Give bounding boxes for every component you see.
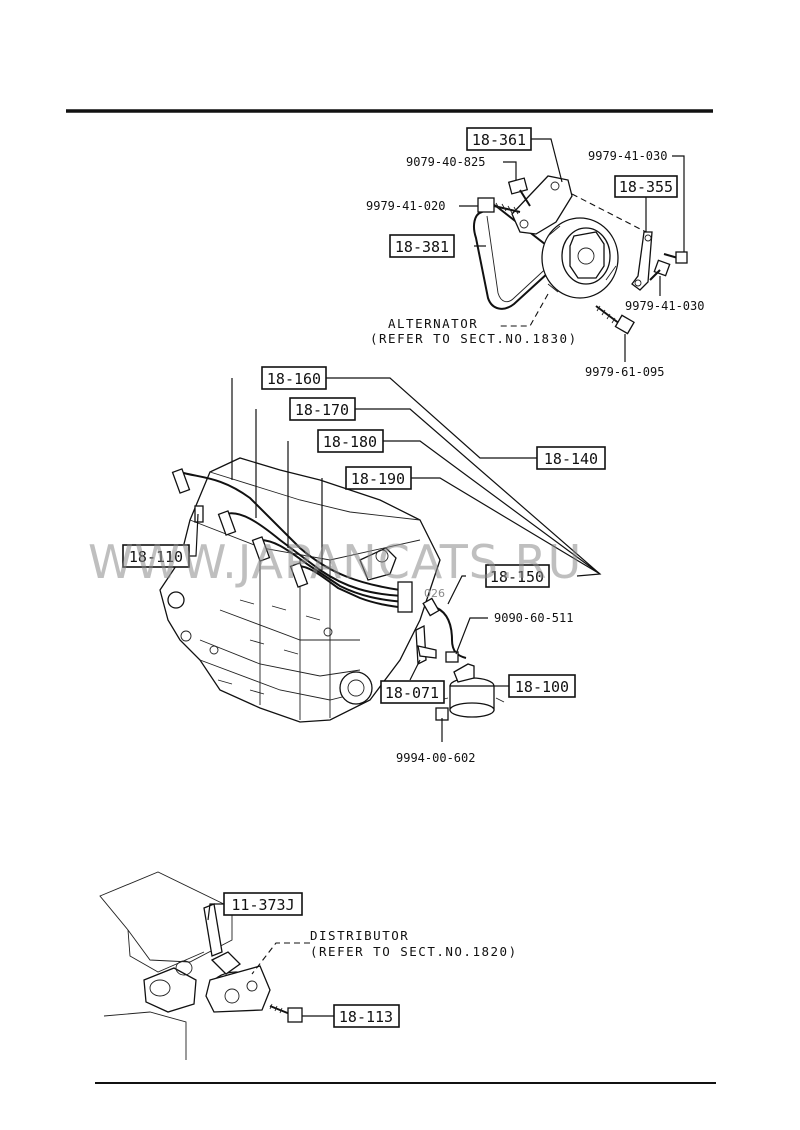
alternator-bracket <box>511 175 573 235</box>
box-plug <box>122 544 190 568</box>
box-stay <box>614 175 678 198</box>
watermark-code: 026 <box>424 587 445 600</box>
coil-nut <box>445 651 459 663</box>
coil-lead <box>422 597 467 659</box>
ref-coil-lead: 18-150 <box>490 568 544 586</box>
bolt-stay-lower: 9979-41-030 <box>625 299 704 313</box>
ref-lead4: 18-190 <box>351 470 405 488</box>
ref-coil-bracket: 18-071 <box>385 684 439 702</box>
distributor-body <box>203 903 271 1013</box>
bolt-coil-bracket: 9994-00-602 <box>396 751 475 765</box>
box-belt <box>389 234 455 258</box>
ref-lead2: 18-170 <box>295 401 349 419</box>
alternator-body <box>541 217 619 299</box>
box-coil-lead <box>485 564 550 588</box>
box-lead1 <box>261 366 327 390</box>
bolt-coil-nut: 9090-60-511 <box>494 611 573 625</box>
coil-bracket <box>415 624 437 666</box>
bolt-pivot: 9979-41-020 <box>366 199 445 213</box>
plug-leads <box>171 468 413 613</box>
main-bolt <box>595 305 635 335</box>
ref-stay: 18-355 <box>619 178 673 196</box>
alternator-caption-1: ALTERNATOR <box>388 316 478 331</box>
stay-bolt-lower <box>649 259 671 281</box>
ref-dist-bolt: 18-113 <box>339 1008 393 1026</box>
box-mount <box>223 892 303 916</box>
ref-plug: 18-110 <box>129 548 183 566</box>
alternator-group <box>459 138 688 362</box>
distributor-bolt <box>269 1003 303 1023</box>
box-lead4 <box>345 466 412 490</box>
ref-bracket: 18-361 <box>472 131 526 149</box>
ref-mount: 11-373J <box>231 896 294 914</box>
box-dist-bolt <box>333 1004 400 1028</box>
ref-belt: 18-381 <box>395 238 449 256</box>
alternator-stay <box>631 231 653 291</box>
ignition-coil <box>439 663 505 718</box>
pivot-bolt <box>477 197 521 215</box>
ref-lead3: 18-180 <box>323 433 377 451</box>
stay-bolt-top <box>663 251 688 264</box>
alternator-caption-2: (REFER TO SECT.NO.1830) <box>370 331 578 346</box>
distributor-engine <box>99 871 233 1060</box>
ref-coil: 18-100 <box>515 678 569 696</box>
bolt-main: 9979-61-095 <box>585 365 664 379</box>
bracket-bolt <box>507 177 531 207</box>
distributor-caption-1: DISTRIBUTOR <box>310 928 409 943</box>
box-bracket2 <box>380 680 445 704</box>
box-bracket <box>466 127 532 151</box>
distributor-caption-2: (REFER TO SECT.NO.1820) <box>310 944 518 959</box>
watermark: WWW.JAPANCATS.RU <box>88 535 582 589</box>
bolt-stay-top: 9979-41-030 <box>588 149 667 163</box>
ref-lead-set: 18-140 <box>544 450 598 468</box>
box-lead2 <box>289 397 356 421</box>
bolt-bracket: 9079-40-825 <box>406 155 485 169</box>
box-lead3 <box>317 429 384 453</box>
ref-lead1: 18-160 <box>267 370 321 388</box>
box-lead-set <box>536 446 606 470</box>
box-coil <box>508 674 576 698</box>
